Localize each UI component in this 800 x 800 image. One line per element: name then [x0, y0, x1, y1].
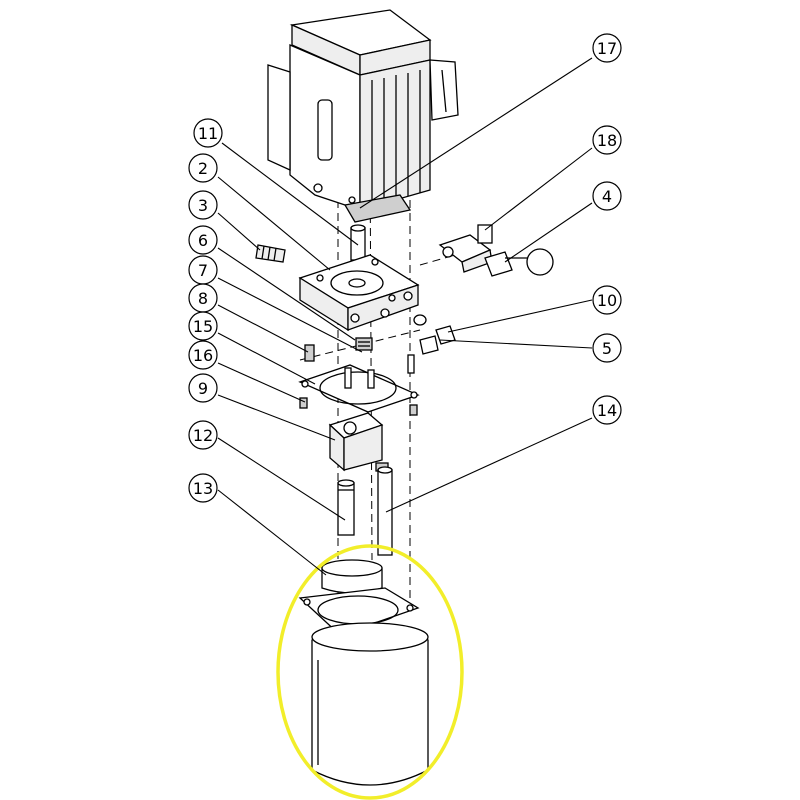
part-12-suction-tube	[337, 479, 355, 536]
callout-9: 9	[188, 373, 218, 403]
callout-circle	[592, 181, 622, 211]
callout-circle	[188, 340, 218, 370]
motor	[267, 9, 459, 223]
callout-label: 3	[198, 196, 208, 215]
callout-6: 6	[188, 225, 218, 255]
callout-circle	[188, 311, 218, 341]
part-15-gasket-plate	[298, 364, 420, 416]
callout-8: 8	[188, 283, 218, 313]
callout-12: 12	[188, 420, 218, 450]
callout-3: 3	[188, 190, 218, 220]
callout-circle	[188, 473, 218, 503]
callout-13: 13	[188, 473, 218, 503]
callout-circle	[193, 118, 223, 148]
callout-label: 8	[198, 289, 208, 308]
part-8-bolts	[304, 344, 415, 374]
callout-label: 9	[198, 379, 208, 398]
part-2-manifold-block	[298, 254, 420, 332]
callout-10: 10	[592, 285, 622, 315]
callout-2: 2	[188, 153, 218, 183]
callout-label: 6	[198, 231, 208, 250]
callout-circle	[592, 33, 622, 63]
highlight-ellipse	[276, 544, 464, 800]
callout-label: 14	[597, 401, 617, 420]
callout-4: 4	[592, 181, 622, 211]
callout-17: 17	[592, 33, 622, 63]
callout-label: 13	[193, 479, 213, 498]
callout-circle	[188, 190, 218, 220]
callout-label: 16	[193, 346, 213, 365]
callout-label: 4	[602, 187, 612, 206]
callout-label: 12	[193, 426, 213, 445]
callout-circle	[592, 285, 622, 315]
callout-bubbles: 11 2 3 6 7 8 15 16 9 12 13 17 18 4 10 5 14	[188, 33, 622, 503]
callout-circle	[188, 373, 218, 403]
callout-5: 5	[592, 333, 622, 363]
callout-label: 15	[193, 317, 213, 336]
callout-circle	[592, 395, 622, 425]
callout-18: 18	[592, 125, 622, 155]
callout-label: 2	[198, 159, 208, 178]
part-18-valve	[438, 224, 493, 273]
callout-circle	[188, 225, 218, 255]
callout-11: 11	[193, 118, 223, 148]
part-3-fitting	[255, 244, 286, 263]
reservoir-tank	[298, 587, 429, 786]
callout-16: 16	[188, 340, 218, 370]
part-9-gear-pump	[328, 412, 389, 472]
part-11-shaft	[350, 224, 366, 261]
callout-circle	[592, 125, 622, 155]
part-7-spring	[355, 337, 373, 351]
part-13-ring	[321, 559, 383, 594]
callout-label: 5	[602, 339, 612, 358]
part-4-valve	[484, 248, 554, 277]
callout-circle	[188, 153, 218, 183]
callout-label: 11	[198, 124, 218, 143]
callout-label: 17	[597, 39, 617, 58]
callout-circle	[592, 333, 622, 363]
part-14-return-tube	[377, 466, 393, 556]
callout-label: 18	[597, 131, 617, 150]
callout-7: 7	[188, 255, 218, 285]
callout-15: 15	[188, 311, 218, 341]
callout-label: 10	[597, 291, 617, 310]
callout-label: 7	[198, 261, 208, 280]
callout-14: 14	[592, 395, 622, 425]
leader-lines	[217, 57, 593, 576]
part-10-and-5-fittings	[413, 314, 456, 355]
callout-circle	[188, 420, 218, 450]
